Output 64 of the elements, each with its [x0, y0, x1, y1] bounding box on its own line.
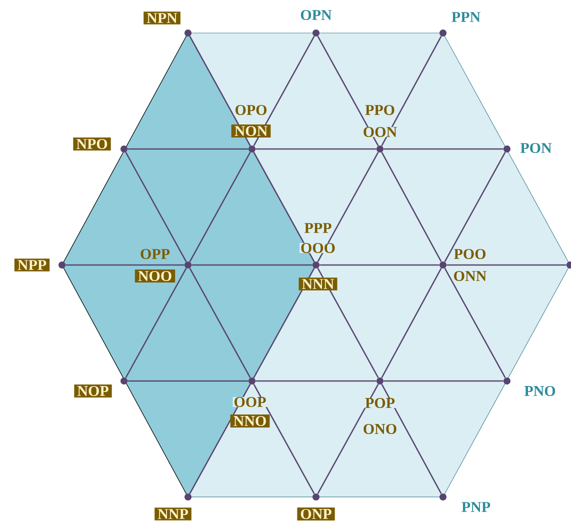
vertex-label: OOO [300, 242, 336, 254]
grid-line [317, 36, 379, 146]
vertex-label: POP [364, 398, 396, 408]
grid-line [444, 268, 506, 378]
vertex-label: PNO [524, 386, 556, 396]
grid-line [253, 268, 315, 378]
label-tag: NPN [144, 12, 180, 24]
vertex-label: PPP [303, 223, 333, 233]
label-tag: NPO [73, 137, 111, 151]
grid-line [384, 148, 504, 150]
grid-line [317, 268, 379, 378]
label-tag: NON [231, 124, 271, 138]
vertex-label: PPO [364, 104, 396, 116]
grid-line [256, 148, 376, 150]
vertex-label: OPP [139, 248, 171, 260]
grid-point [440, 493, 446, 500]
grid-point [120, 146, 128, 152]
grid-line [125, 152, 187, 262]
grid-point [184, 262, 192, 268]
grid-line [320, 264, 440, 266]
grid-point [440, 262, 446, 268]
grid-line [125, 268, 187, 378]
label-tag: NNP [154, 508, 192, 520]
grid-line [128, 148, 248, 150]
vertex-label: PON [520, 142, 552, 154]
grid-line [128, 380, 248, 382]
label-tag: NOO [134, 269, 176, 283]
grid-point [566, 262, 571, 268]
label-tag: NNN [298, 278, 338, 290]
grid-point [504, 146, 510, 152]
grid-point [312, 262, 320, 268]
grid-line [444, 152, 506, 262]
grid-line [317, 152, 379, 262]
grid-line [256, 380, 376, 382]
grid-line [384, 380, 504, 382]
grid-point [504, 378, 510, 384]
label-tag: NNO [230, 414, 270, 428]
grid-line [192, 264, 312, 266]
grid-point [184, 493, 192, 500]
grid-line [381, 152, 442, 262]
grid-point [248, 146, 256, 152]
grid-point [184, 30, 192, 36]
grid-point [440, 30, 446, 36]
grid-point [120, 378, 128, 384]
grid-point [376, 378, 384, 384]
grid-line [253, 36, 315, 146]
grid-line [381, 268, 442, 378]
grid-line [66, 264, 184, 266]
vertex-label: PNP [462, 502, 490, 512]
grid-point [248, 378, 256, 384]
grid-point [312, 493, 320, 500]
grid-point [376, 146, 384, 152]
vertex-label: OPN [300, 10, 332, 20]
label-tag: NPP [14, 258, 50, 272]
grid-line [189, 152, 251, 262]
grid-line [253, 384, 315, 494]
vertex-label: PPN [452, 12, 480, 22]
label-tag: NOP [74, 384, 112, 398]
grid-line [317, 384, 379, 494]
grid-point [58, 262, 66, 268]
label-tag: ONP [297, 507, 335, 521]
grid-point [312, 30, 320, 36]
grid-line [189, 268, 251, 378]
grid-line [253, 152, 315, 262]
